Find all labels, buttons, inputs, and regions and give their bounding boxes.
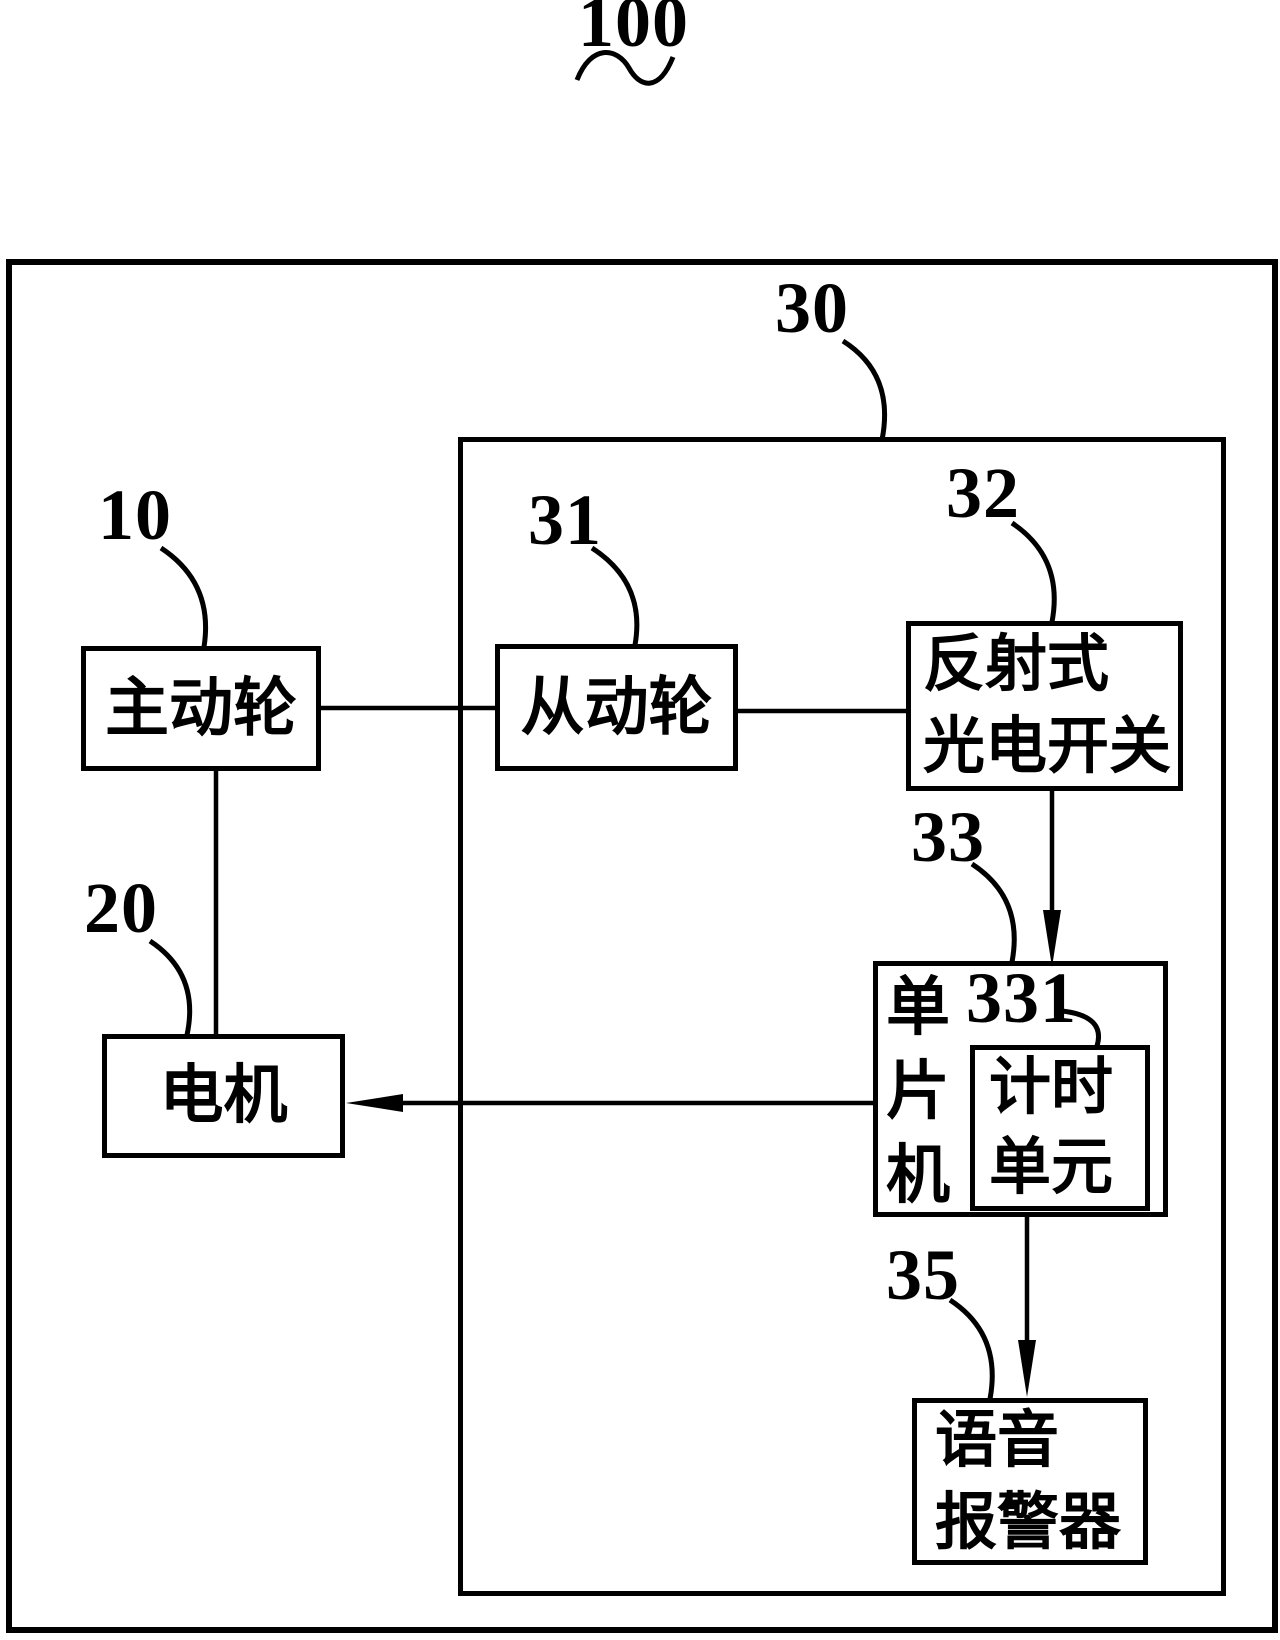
timing-unit-label-line2: 单元: [989, 1134, 1114, 1202]
ref-label-35: 35: [886, 1235, 960, 1315]
figure-number-tilde: [574, 50, 676, 86]
ref-label-20: 20: [84, 868, 158, 948]
timing-unit-label-line1: 计时: [989, 1054, 1114, 1122]
arrowhead-down-into-mcu-icon: [1043, 910, 1061, 967]
driven-wheel-block: 从动轮: [495, 644, 738, 771]
leader-line-30: [841, 338, 888, 441]
outer-frame: [6, 259, 1278, 1633]
driving-wheel-label: 主动轮: [105, 672, 297, 744]
ref-label-331: 331: [966, 958, 1077, 1038]
ref-label-31: 31: [528, 480, 602, 560]
ref-label-33: 33: [911, 797, 985, 877]
leader-line-331: [1061, 1008, 1101, 1047]
leader-line-10: [159, 545, 209, 648]
ref-label-30: 30: [775, 268, 849, 348]
motor-block: 电机: [102, 1034, 345, 1158]
leader-line-20: [148, 938, 193, 1036]
motor-label: 电机: [159, 1060, 288, 1131]
voice-alarm-block: 语音 报警器: [912, 1398, 1148, 1565]
leader-line-33: [970, 861, 1017, 963]
microcontroller-label: 单片机: [886, 972, 950, 1211]
driving-wheel-block: 主动轮: [81, 646, 321, 771]
leader-line-31: [590, 545, 640, 646]
ref-label-10: 10: [98, 475, 172, 555]
figure-number-label: 100: [578, 0, 689, 62]
reflective-photoelectric-switch-label-line1: 反射式: [923, 631, 1110, 699]
timing-unit-block: 计时 单元: [970, 1045, 1150, 1211]
driven-wheel-label: 从动轮: [520, 671, 713, 743]
arrowhead-left-into-motor-icon: [346, 1094, 403, 1112]
voice-alarm-label-line1: 语音: [935, 1406, 1060, 1475]
reflective-photoelectric-switch-label-line2: 光电开关: [923, 713, 1172, 781]
microcontroller-block: [873, 961, 1168, 1217]
arrowhead-down-into-voice-alarm-icon: [1018, 1340, 1036, 1397]
leader-line-35: [948, 1297, 995, 1400]
voice-alarm-label-line2: 报警器: [935, 1488, 1122, 1557]
module-30-frame: [458, 437, 1226, 1596]
ref-label-32: 32: [946, 453, 1020, 533]
leader-line-32: [1010, 520, 1057, 623]
reflective-photoelectric-switch-block: 反射式 光电开关: [906, 621, 1183, 791]
